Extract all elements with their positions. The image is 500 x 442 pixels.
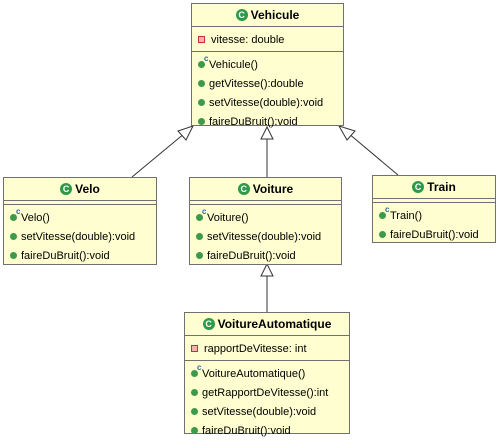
fields-section	[373, 199, 495, 203]
class-icon: C	[202, 318, 215, 330]
method-label: setVitesse(double):void	[21, 230, 136, 243]
method-label: getVitesse():double	[209, 77, 304, 90]
public-method-icon	[198, 99, 205, 106]
class-vehicule[interactable]: C Vehicule vitesse: double Vehicule() ge…	[191, 3, 344, 128]
class-name: Train	[427, 180, 456, 194]
field-row: vitesse: double	[192, 30, 343, 49]
class-name: VoitureAutomatique	[217, 317, 332, 331]
method-label: faireDuBruit():void	[207, 249, 296, 262]
train-inheritance-line	[347, 132, 399, 176]
method-label: Vehicule()	[209, 58, 258, 71]
method-label: VoitureAutomatique()	[202, 367, 306, 380]
methods-section: VoitureAutomatique() getRapportDeVitesse…	[185, 361, 349, 442]
method-label: faireDuBruit():void	[202, 424, 291, 437]
method-row: Voiture()	[190, 207, 341, 227]
class-icon: C	[237, 183, 250, 195]
public-method-icon	[196, 252, 203, 259]
voitureauto-inheritance-arrowhead	[260, 262, 274, 277]
class-header: C Voiture	[190, 178, 341, 201]
field-row: rapportDeVitesse: int	[185, 339, 349, 358]
class-header: C Velo	[4, 178, 156, 201]
class-voiture[interactable]: C Voiture Voiture() setVitesse(double):v…	[189, 177, 342, 265]
method-row: setVitesse(double):void	[190, 227, 341, 246]
fields-section	[4, 201, 156, 205]
method-label: Voiture()	[207, 211, 249, 224]
method-label: faireDuBruit():void	[390, 228, 479, 241]
constructor-icon	[198, 54, 208, 68]
methods-section: Velo() setVitesse(double):void faireDuBr…	[4, 205, 156, 267]
class-voitureautomatique[interactable]: C VoitureAutomatique rapportDeVitesse: i…	[184, 312, 350, 437]
train-inheritance-arrowhead	[337, 125, 356, 141]
methods-section: Voiture() setVitesse(double):void faireD…	[190, 205, 341, 267]
method-label: setVitesse(double):void	[202, 405, 317, 418]
class-header: C VoitureAutomatique	[185, 313, 349, 336]
method-row: faireDuBruit():void	[185, 421, 349, 440]
class-icon: C	[60, 183, 73, 195]
method-label: Train()	[390, 209, 422, 222]
velo-inheritance-arrowhead	[177, 125, 194, 141]
fields-section	[190, 201, 341, 205]
fields-section: rapportDeVitesse: int	[185, 336, 349, 361]
class-name: Velo	[75, 182, 100, 196]
private-field-icon	[198, 36, 205, 43]
field-label: vitesse: double	[211, 33, 285, 46]
methods-section: Vehicule() getVitesse():double setVitess…	[192, 52, 343, 133]
constructor-icon	[191, 363, 201, 377]
constructor-icon	[379, 205, 389, 219]
public-method-icon	[10, 233, 17, 240]
class-header: C Vehicule	[192, 4, 343, 27]
method-label: Velo()	[21, 211, 50, 224]
field-label: rapportDeVitesse: int	[204, 342, 307, 355]
class-header: C Train	[373, 176, 495, 199]
method-label: getRapportDeVitesse():int	[202, 386, 329, 399]
public-method-icon	[379, 231, 386, 238]
method-row: faireDuBruit():void	[4, 246, 156, 265]
method-label: setVitesse(double):void	[207, 230, 322, 243]
method-row: faireDuBruit():void	[190, 246, 341, 265]
method-row: faireDuBruit():void	[373, 225, 495, 244]
method-row: setVitesse(double):void	[192, 93, 343, 112]
method-row: setVitesse(double):void	[185, 402, 349, 421]
class-name: Vehicule	[250, 8, 300, 22]
method-label: setVitesse(double):void	[209, 96, 324, 109]
method-row: Train()	[373, 205, 495, 225]
public-method-icon	[196, 233, 203, 240]
class-train[interactable]: C Train Train() faireDuBruit():void	[372, 175, 496, 243]
class-name: Voiture	[252, 182, 294, 196]
public-method-icon	[191, 389, 198, 396]
method-row: VoitureAutomatique()	[185, 363, 349, 383]
public-method-icon	[191, 408, 198, 415]
methods-section: Train() faireDuBruit():void	[373, 203, 495, 246]
public-method-icon	[198, 80, 205, 87]
method-row: getRapportDeVitesse():int	[185, 383, 349, 402]
public-method-icon	[191, 427, 198, 434]
public-method-icon	[198, 118, 205, 125]
method-row: getVitesse():double	[192, 74, 343, 93]
fields-section: vitesse: double	[192, 27, 343, 52]
private-field-icon	[191, 345, 198, 352]
method-row: faireDuBruit():void	[192, 112, 343, 131]
class-velo[interactable]: C Velo Velo() setVitesse(double):void fa…	[3, 177, 157, 265]
class-icon: C	[412, 181, 425, 193]
class-icon: C	[235, 9, 248, 21]
velo-inheritance-line	[131, 132, 186, 178]
method-row: Velo()	[4, 207, 156, 227]
method-label: faireDuBruit():void	[209, 115, 298, 128]
constructor-icon	[10, 207, 20, 221]
method-row: Vehicule()	[192, 54, 343, 74]
public-method-icon	[10, 252, 17, 259]
voiture-inheritance-arrowhead	[260, 125, 274, 140]
method-row: setVitesse(double):void	[4, 227, 156, 246]
method-label: faireDuBruit():void	[21, 249, 110, 262]
constructor-icon	[196, 207, 206, 221]
